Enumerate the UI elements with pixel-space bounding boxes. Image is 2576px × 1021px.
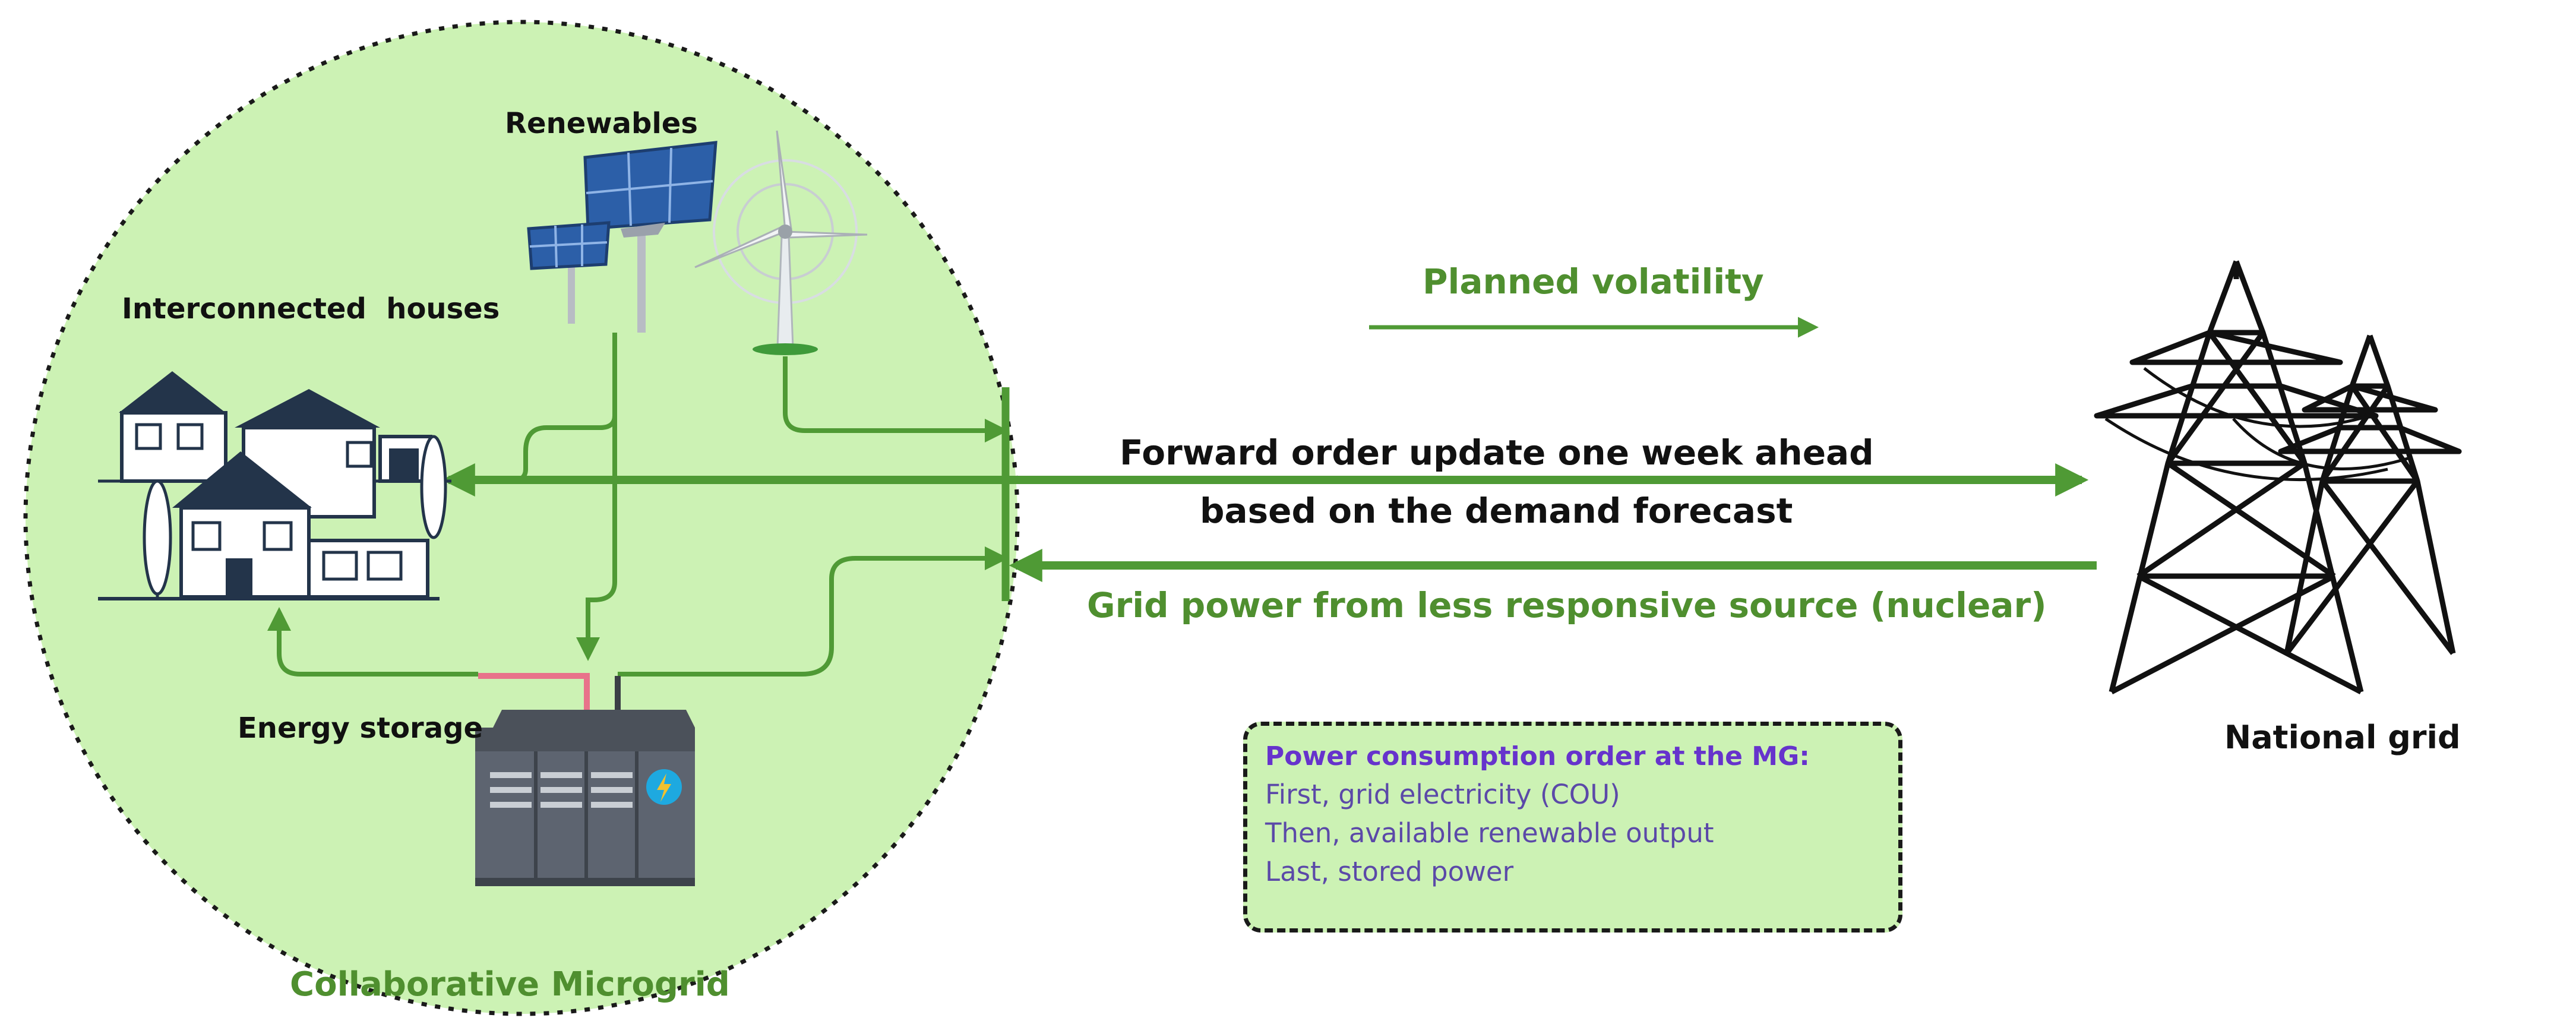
battery-icon bbox=[475, 673, 695, 886]
energy-storage-label: Energy storage bbox=[238, 712, 483, 745]
national-grid-label: National grid bbox=[2224, 719, 2461, 756]
renewables-label: Renewables bbox=[505, 107, 698, 140]
consumption-order-title: Power consumption order at the MG: bbox=[1265, 741, 1810, 772]
storage-to-bus-flow bbox=[618, 546, 1009, 677]
transmission-tower-icon bbox=[2094, 260, 2462, 694]
storage-to-houses-flow bbox=[267, 607, 478, 677]
solar-panel-icon bbox=[527, 141, 718, 333]
internal-flows bbox=[267, 333, 1009, 677]
houses-label: Interconnected houses bbox=[122, 292, 500, 325]
microgrid-label: Collaborative Microgrid bbox=[290, 965, 730, 1004]
forward-order-label-line2: based on the demand forecast bbox=[1200, 491, 1793, 531]
consumption-order-line: Last, stored power bbox=[1265, 856, 1514, 887]
microgrid-boundary bbox=[23, 20, 1020, 1016]
planned-volatility-label: Planned volatility bbox=[1423, 261, 1764, 302]
wind-to-bus-flow bbox=[783, 356, 1009, 442]
houses-icon bbox=[98, 371, 451, 600]
wind-turbine-icon bbox=[694, 130, 868, 355]
renewable-to-storage-flow bbox=[576, 416, 617, 661]
forward-order-label-line1: Forward order update one week ahead bbox=[1120, 432, 1874, 473]
consumption-order-box: Power consumption order at the MG: First… bbox=[1243, 722, 1902, 933]
consumption-order-line: First, grid electricity (COU) bbox=[1265, 779, 1620, 810]
consumption-order-line: Then, available renewable output bbox=[1265, 817, 1714, 849]
grid-power-label: Grid power from less responsive source (… bbox=[1087, 585, 2047, 625]
